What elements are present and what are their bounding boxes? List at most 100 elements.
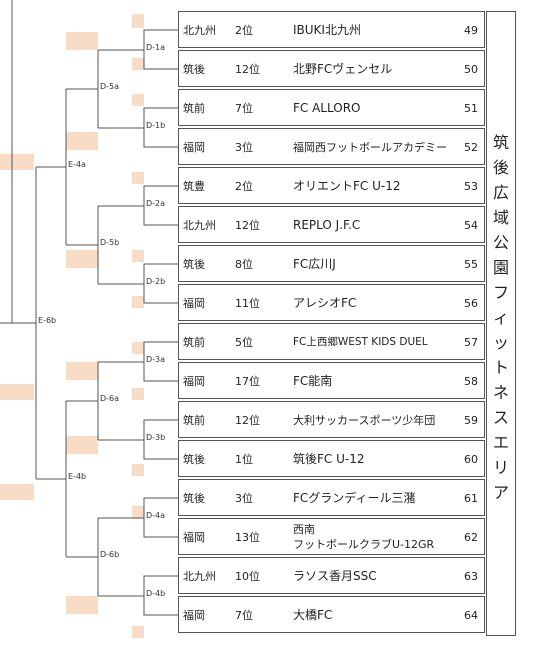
team-number: 56 xyxy=(464,297,478,310)
team-name: REPLO J.F.C xyxy=(293,218,361,232)
match-label-d2b: D-2b xyxy=(146,277,166,286)
team-number: 58 xyxy=(464,375,478,388)
highlight-block xyxy=(132,388,144,400)
team-rank: 2位 xyxy=(235,180,253,193)
team-row-54: 北九州 12位 REPLO J.F.C 54 xyxy=(178,206,485,243)
highlight-block xyxy=(66,362,98,380)
team-row-50: 筑後 12位 北野FCヴェンセル 50 xyxy=(178,50,485,87)
team-rank: 11位 xyxy=(235,297,260,310)
match-label-d5a: D-5a xyxy=(100,82,120,91)
highlight-block xyxy=(132,626,144,638)
team-rank: 5位 xyxy=(235,336,253,349)
highlight-block xyxy=(132,296,144,308)
team-region: 筑後 xyxy=(183,453,205,466)
team-name: オリエントFC U-12 xyxy=(293,179,401,193)
highlight-block xyxy=(132,172,144,184)
team-number: 60 xyxy=(464,453,478,466)
team-name: FC能南 xyxy=(293,374,333,388)
team-region: 福岡 xyxy=(183,141,205,154)
team-rank: 12位 xyxy=(235,219,260,232)
team-row-62: 福岡 13位 西南 フットボールクラブU-12GR 62 xyxy=(178,518,485,555)
team-number: 63 xyxy=(464,570,478,583)
team-number: 53 xyxy=(464,180,478,193)
team-row-64: 福岡 7位 大橋FC 64 xyxy=(178,596,485,633)
team-name: 北野FCヴェンセル xyxy=(293,62,393,76)
highlight-block xyxy=(0,384,34,400)
team-region: 福岡 xyxy=(183,297,205,310)
match-label-d1a: D-1a xyxy=(146,43,166,52)
highlight-block xyxy=(132,58,144,70)
team-region: 福岡 xyxy=(183,531,205,544)
team-name: 福岡西フットボールアカデミー xyxy=(293,141,447,154)
team-name: 大利サッカースポーツ少年団 xyxy=(293,414,436,427)
team-rank: 8位 xyxy=(235,258,253,271)
highlight-block xyxy=(66,132,98,150)
team-row-56: 福岡 11位 アレシオFC 56 xyxy=(178,284,485,321)
match-label-d4b: D-4b xyxy=(146,589,166,598)
match-label-d3b: D-3b xyxy=(146,433,166,442)
team-rank: 3位 xyxy=(235,492,253,505)
highlight-block xyxy=(132,342,144,354)
team-region: 北九州 xyxy=(183,219,216,232)
match-label-d1b: D-1b xyxy=(146,121,166,130)
team-rank: 12位 xyxy=(235,414,260,427)
team-rank: 17位 xyxy=(235,375,260,388)
team-number: 51 xyxy=(464,102,478,115)
team-region: 福岡 xyxy=(183,609,205,622)
team-number: 61 xyxy=(464,492,478,505)
team-number: 50 xyxy=(464,63,478,76)
team-rank: 13位 xyxy=(235,531,260,544)
team-region: 筑前 xyxy=(183,414,205,427)
team-row-51: 筑前 7位 FC ALLORO 51 xyxy=(178,89,485,126)
venue-name: 筑 後 広 域 公 園 フ ィ ッ ト ネ ス エ リ ア xyxy=(492,133,509,502)
team-name: ラソス香月SSC xyxy=(293,569,377,583)
team-rank: 7位 xyxy=(235,102,253,115)
highlight-block xyxy=(0,484,34,500)
highlight-block xyxy=(66,436,98,454)
team-name: アレシオFC xyxy=(293,296,357,310)
highlight-block xyxy=(132,506,144,518)
team-name: 西南 フットボールクラブU-12GR xyxy=(293,523,435,551)
team-rank: 10位 xyxy=(235,570,260,583)
team-row-63: 北九州 10位 ラソス香月SSC 63 xyxy=(178,557,485,594)
match-label-e4a: E-4a xyxy=(68,160,86,169)
highlight-block xyxy=(66,32,98,50)
team-rank: 12位 xyxy=(235,63,260,76)
team-rank: 3位 xyxy=(235,141,253,154)
match-label-d3a: D-3a xyxy=(146,355,166,364)
team-rank: 1位 xyxy=(235,453,253,466)
highlight-block xyxy=(132,94,144,106)
team-number: 62 xyxy=(464,531,478,544)
team-row-61: 筑後 3位 FCグランディール三潴 61 xyxy=(178,479,485,516)
team-rank: 7位 xyxy=(235,609,253,622)
team-number: 59 xyxy=(464,414,478,427)
team-row-52: 福岡 3位 福岡西フットボールアカデミー 52 xyxy=(178,128,485,165)
match-label-d6b: D-6b xyxy=(100,550,120,559)
team-number: 54 xyxy=(464,219,478,232)
team-name: IBUKI北九州 xyxy=(293,23,361,37)
highlight-block xyxy=(0,154,34,170)
match-label-d6a: D-6a xyxy=(100,394,120,403)
team-region: 筑後 xyxy=(183,258,205,271)
team-name: FC広川J xyxy=(293,257,336,271)
team-row-59: 筑前 12位 大利サッカースポーツ少年団 59 xyxy=(178,401,485,438)
venue-label-box: 筑 後 広 域 公 園 フ ィ ッ ト ネ ス エ リ ア xyxy=(486,11,516,636)
highlight-block xyxy=(66,596,98,614)
highlight-block xyxy=(132,464,144,476)
team-region: 筑前 xyxy=(183,336,205,349)
match-label-d5b: D-5b xyxy=(100,238,120,247)
team-row-57: 筑前 5位 FC上西郷WEST KIDS DUEL 57 xyxy=(178,323,485,360)
team-name: FC ALLORO xyxy=(293,101,361,115)
match-label-e6b: E-6b xyxy=(38,316,57,325)
highlight-block xyxy=(132,14,144,28)
team-name: 筑後FC U-12 xyxy=(293,452,365,466)
team-number: 52 xyxy=(464,141,478,154)
team-region: 北九州 xyxy=(183,570,216,583)
team-number: 64 xyxy=(464,609,478,622)
team-number: 55 xyxy=(464,258,478,271)
team-row-55: 筑後 8位 FC広川J 55 xyxy=(178,245,485,282)
team-number: 49 xyxy=(464,24,478,37)
match-label-d2a: D-2a xyxy=(146,199,166,208)
